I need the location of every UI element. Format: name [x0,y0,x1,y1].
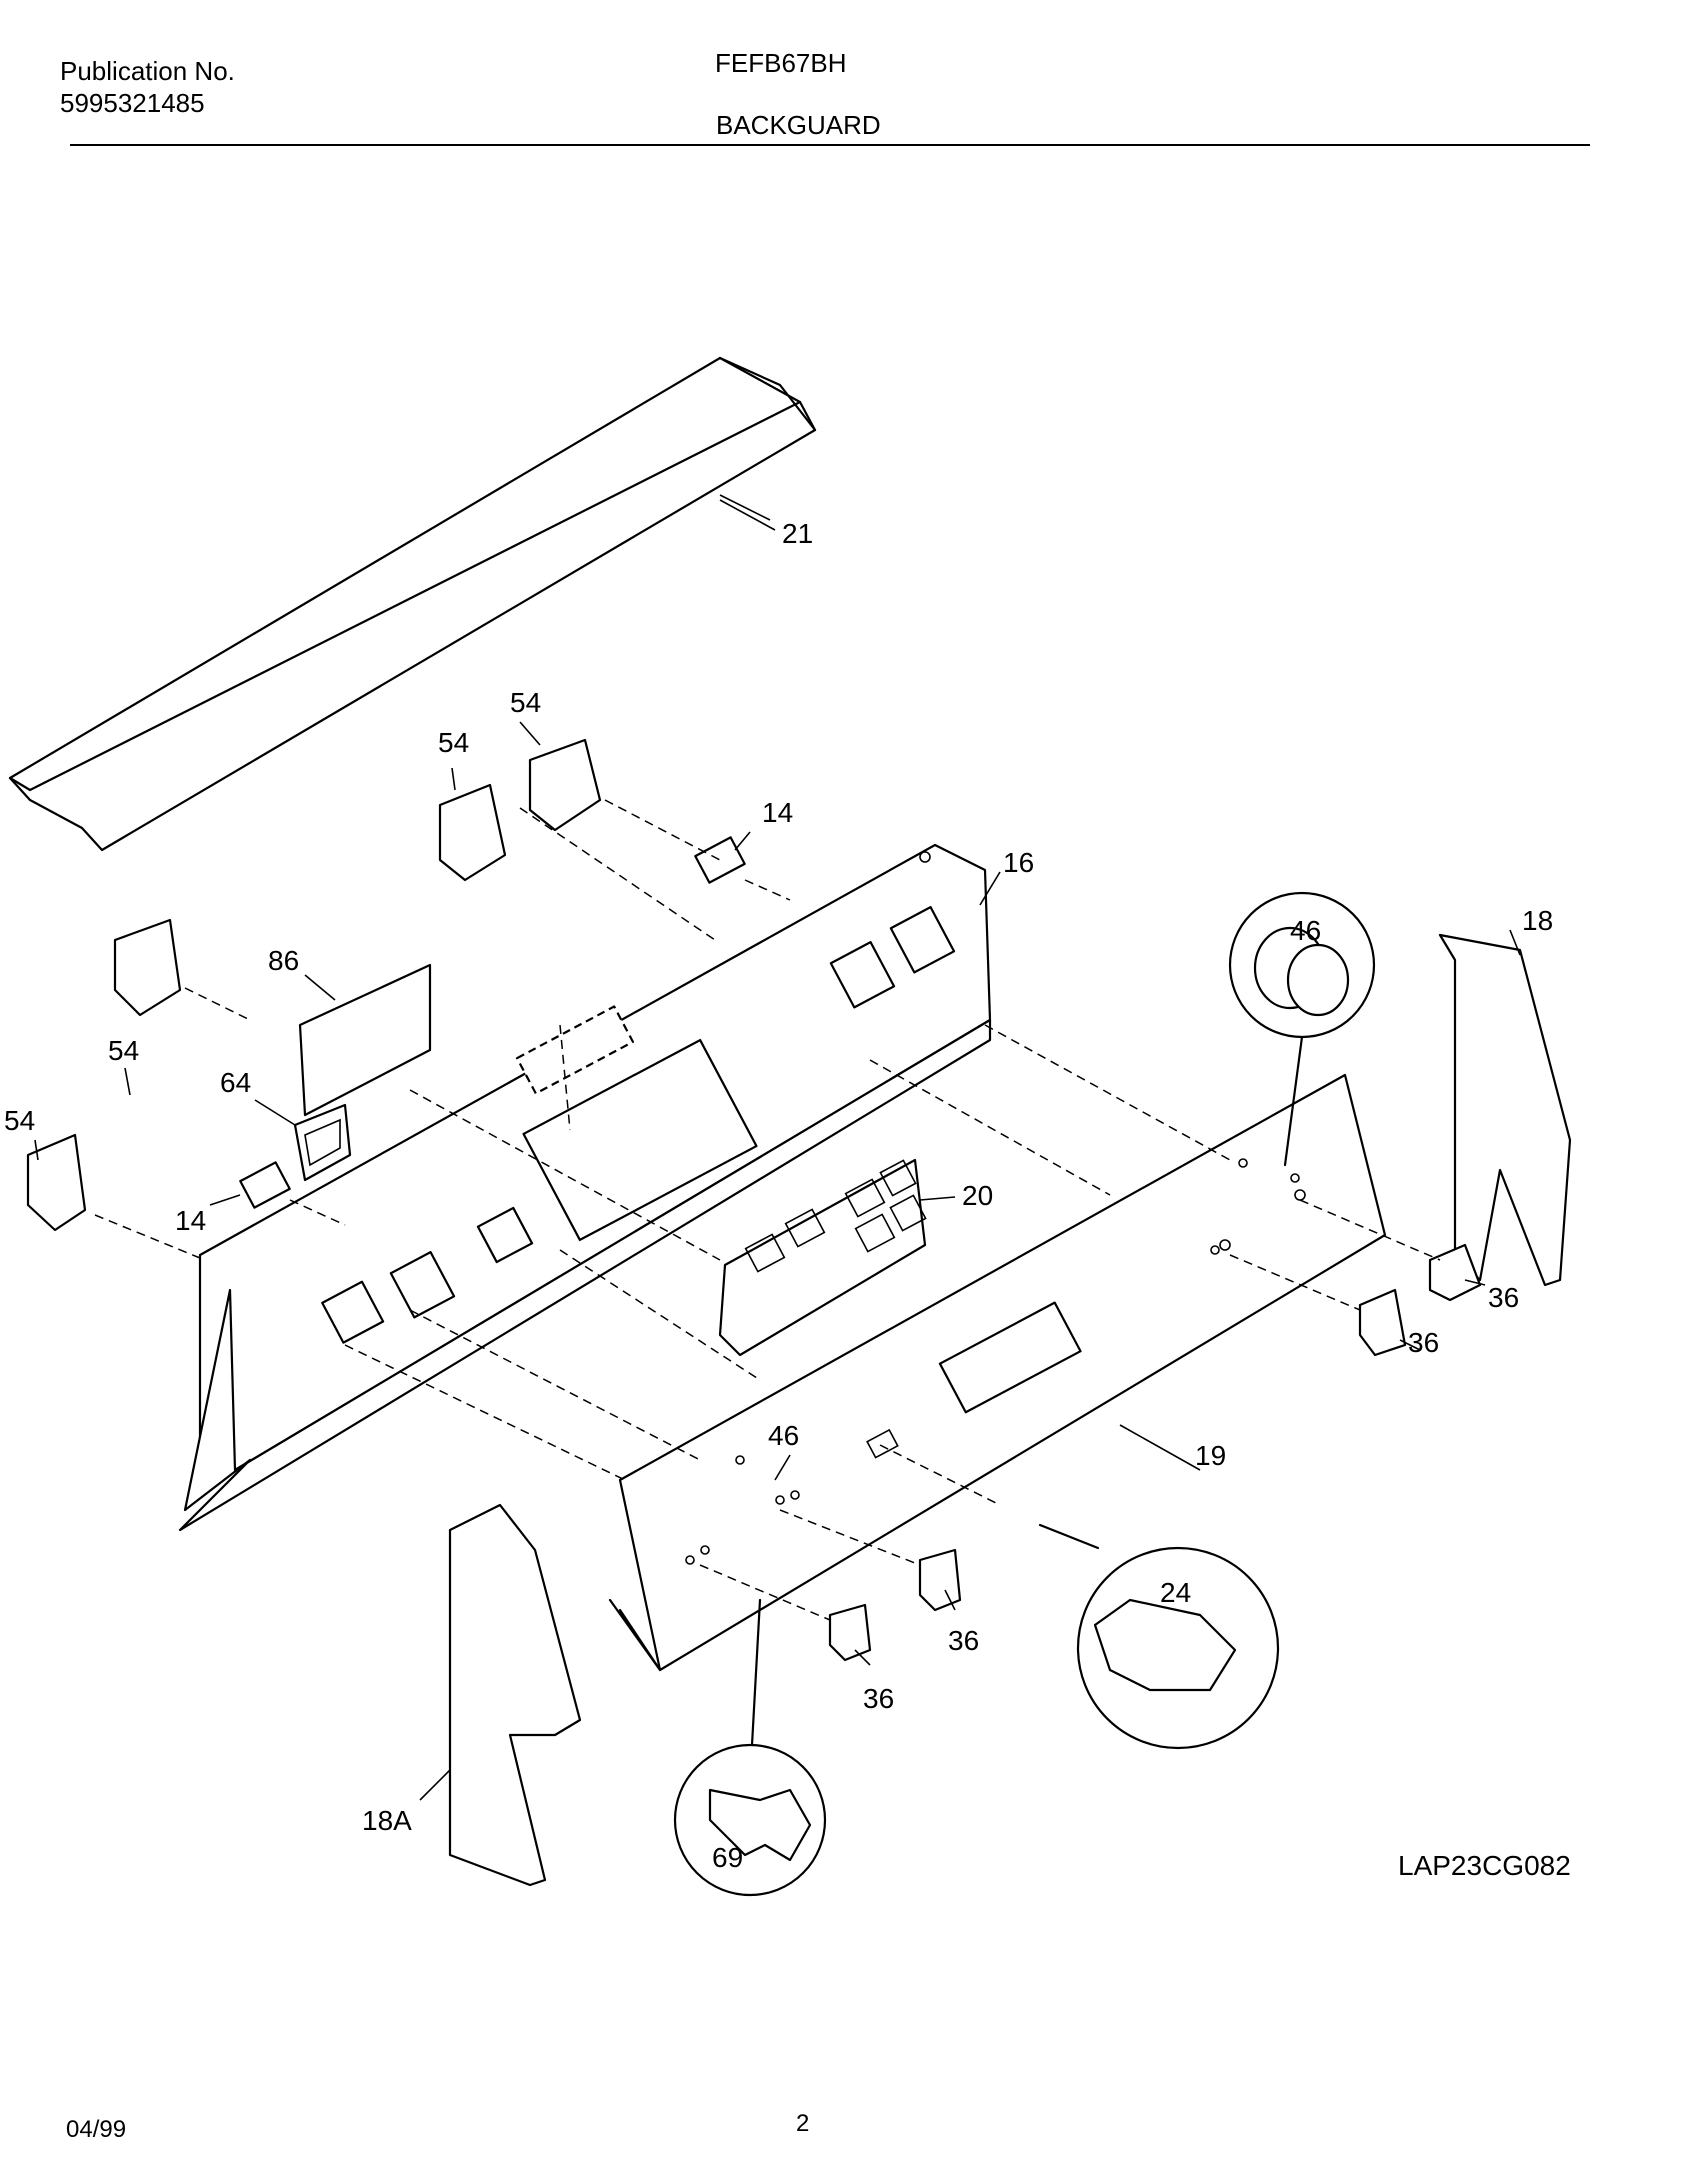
assembly-lines [94,799,1441,1621]
callout-54-third: 54 [108,1035,139,1066]
callout-54-left: 54 [4,1105,35,1136]
knob-36 [828,1243,1482,1662]
callout-64: 64 [220,1067,251,1098]
end-cap-18 [1438,933,1572,1287]
callout-19: 19 [1195,1440,1226,1471]
callout-86: 86 [268,945,299,976]
callout-36-fourth: 36 [863,1683,894,1714]
callout-21: 21 [782,518,813,549]
switch-plate-86 [298,963,432,1117]
callout-20: 20 [962,1180,993,1211]
callout-36-right: 36 [1488,1282,1519,1313]
callout-54-second: 54 [438,727,469,758]
console-front-19 [608,1073,1387,1672]
callout-14-top: 14 [762,797,793,828]
indicator-64 [293,1103,352,1182]
control-panel-16 [178,843,992,1532]
section-title: BACKGUARD [716,110,881,140]
detail-circle-46 [1228,891,1376,1167]
callout-36-third: 36 [948,1625,979,1656]
page-number: 2 [796,2110,810,2137]
detail-circle-24 [1038,1523,1280,1750]
end-cap-18a [448,1503,582,1887]
publication-label: Publication No. [60,56,235,86]
model-number: FEFB67BH [715,48,847,78]
switch-14 [239,836,746,1209]
callout-16: 16 [1003,847,1034,878]
callout-54-top: 54 [510,687,541,718]
detail-circle-69 [673,1598,827,1897]
top-trim-21 [8,356,817,852]
callout-36-second: 36 [1408,1327,1439,1358]
callout-46-front: 46 [768,1420,799,1451]
callout-46-detail: 46 [1290,915,1321,946]
knob-54 [26,738,602,1232]
callout-24: 24 [1160,1577,1191,1608]
electronic-clock-20 [718,1158,927,1357]
revision-date: 04/99 [66,2116,127,2143]
header-rule [70,144,1590,146]
leader-lines [34,494,1521,1801]
drawing-code: LAP23CG082 [1398,1850,1571,1881]
callout-18a: 18A [362,1805,412,1836]
callout-18: 18 [1522,905,1553,936]
callout-69: 69 [712,1842,743,1873]
callout-14-left: 14 [175,1205,206,1236]
publication-number: 5995321485 [60,88,205,118]
